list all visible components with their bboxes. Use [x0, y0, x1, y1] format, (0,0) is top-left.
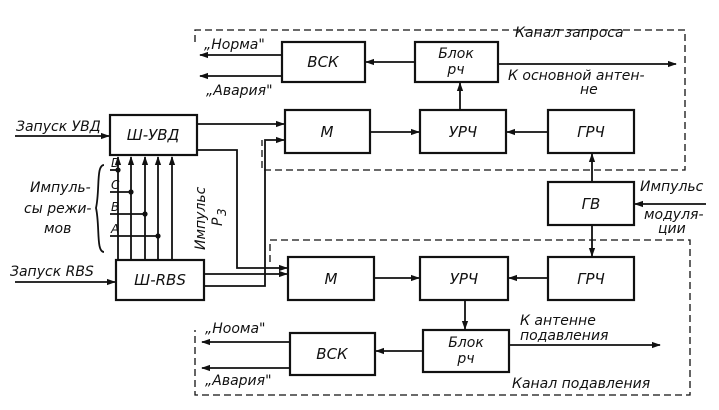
- modes-label-1: Импуль-: [30, 180, 91, 196]
- sh-uvd-label: Ш-УВД: [127, 126, 180, 144]
- grch-bot-label: ГРЧ: [577, 270, 605, 288]
- urch-top-label: УРЧ: [449, 123, 477, 141]
- norma-bot-label: „Ноома": [205, 321, 266, 337]
- sh-rbs-to-m-top-arrow: [204, 136, 285, 287]
- vsk-top-label: ВСК: [307, 53, 340, 71]
- impulse-p3-label-1: Импульс: [193, 186, 209, 250]
- sh-rbs-label: Ш-RBS: [134, 271, 186, 289]
- supp-antenna-label-2: подавления: [520, 328, 608, 344]
- mod-impulse-label-3: ции: [658, 221, 686, 237]
- mode-b-label: B: [111, 200, 119, 214]
- request-channel-boundary: [194, 29, 686, 171]
- impulse-p3-subscript: 3: [215, 208, 229, 216]
- mode-a-junction: [155, 233, 161, 239]
- main-antenna-label-1: К основной антен-: [508, 68, 645, 84]
- vsk-bot-block: [288, 331, 377, 377]
- impulse-p3-label-2: P: [210, 217, 226, 226]
- sh-uvd-block: [108, 113, 199, 157]
- urch-top-block: [418, 108, 508, 155]
- modes-label-3: мов: [44, 221, 71, 237]
- main-antenna-label-2: не: [580, 82, 598, 98]
- avaria-bot-label: „Авария": [205, 373, 272, 389]
- rf-bot-label-1: Блок: [448, 335, 484, 351]
- suppression-channel-label: Канал подавления: [512, 376, 650, 392]
- modes-label-2: сы режи-: [24, 201, 91, 217]
- launch-uvd-label: Запуск УВД: [16, 119, 101, 135]
- mode-brace: [95, 164, 105, 253]
- mode-a-label: A: [110, 222, 119, 236]
- m-bot-label: М: [325, 270, 338, 288]
- supp-antenna-label-1: К антенне: [520, 313, 596, 329]
- suppression-channel-boundary: [194, 239, 691, 396]
- rf-bot-label-2: рч: [456, 351, 474, 367]
- mode-d-label: D: [111, 156, 120, 170]
- mode-c-junction: [128, 189, 134, 195]
- norma-top-label: „Норма": [204, 37, 265, 53]
- mod-impulse-label-2: модуля-: [644, 207, 704, 223]
- mod-impulse-label-1: Импульс: [640, 179, 704, 195]
- vsk-top-block: [280, 40, 367, 84]
- launch-rbs-label: Запуск RBS: [10, 264, 94, 280]
- urch-bot-block: [418, 255, 510, 302]
- rf-top-label-2: рч: [446, 62, 464, 78]
- rf-top-label-1: Блок: [438, 46, 474, 62]
- vsk-bot-label: ВСК: [316, 345, 349, 363]
- mode-c-label: C: [111, 178, 120, 192]
- gv-block: [546, 180, 636, 227]
- mode-b-junction: [142, 211, 148, 217]
- sh-uvd-to-m-bot-arrow: [197, 149, 288, 272]
- m-bot-block: [286, 255, 376, 302]
- mode-d-junction: [115, 167, 121, 173]
- request-channel-label: Канал запроса: [515, 25, 624, 41]
- grch-top-label: ГРЧ: [577, 123, 605, 141]
- sh-rbs-block: [114, 258, 206, 302]
- gv-label: ГВ: [582, 195, 601, 213]
- grch-bot-block: [546, 255, 636, 302]
- rf-top-block: [413, 40, 500, 84]
- urch-bot-label: УРЧ: [450, 270, 478, 288]
- m-top-label: М: [321, 123, 334, 141]
- avaria-top-label: „Авария": [206, 83, 273, 99]
